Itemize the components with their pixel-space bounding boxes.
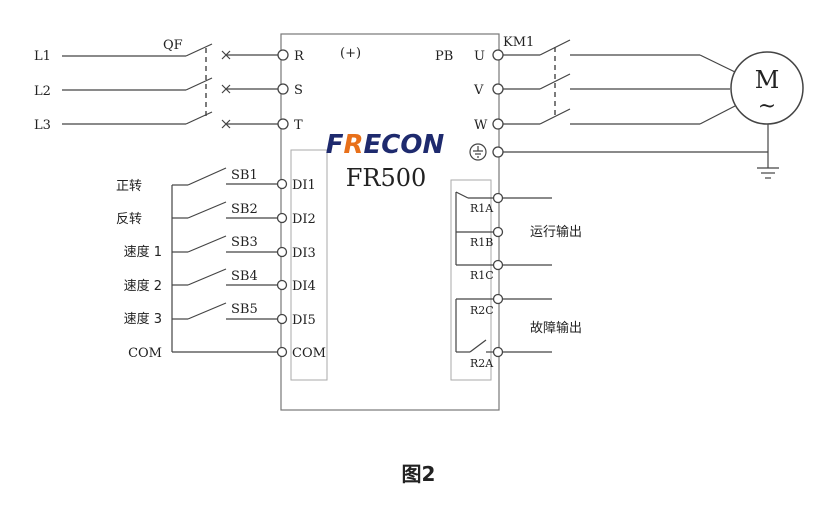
output-terminal-label: U — [474, 49, 485, 64]
switch-function-label: 反转 — [116, 212, 142, 227]
terminal-screw-icon — [492, 49, 504, 61]
supply-section: L1 L2 L3 QF — [34, 38, 281, 133]
terminal-screw-icon — [277, 83, 289, 95]
pb-label: PB — [435, 49, 453, 64]
relay2-function-label: 故障输出 — [530, 320, 582, 336]
model-label: FR500 — [346, 164, 427, 192]
output-terminal-label: W — [474, 118, 488, 133]
terminal-circle-icon — [492, 346, 504, 358]
terminal-circle-icon — [276, 246, 288, 258]
figure-caption: 图2 — [401, 462, 436, 486]
relay2-terminal-label: R2C — [470, 304, 494, 317]
terminal-screw-icon — [277, 49, 289, 61]
earth-ground-icon — [757, 167, 779, 179]
terminal-circle-icon — [276, 313, 288, 325]
di-terminal-label: DI4 — [292, 279, 316, 294]
terminal-screw-icon — [492, 83, 504, 95]
input-terminals: R S T — [277, 49, 305, 133]
supply-line-label: L1 — [34, 49, 51, 64]
com-terminal-label: COM — [292, 346, 326, 361]
brand-name: FRECON — [326, 130, 445, 160]
input-terminal-label: T — [294, 118, 303, 133]
terminal-screw-icon — [492, 118, 504, 130]
plus-label: (+) — [340, 46, 361, 61]
inverter-inner-left-panel — [290, 149, 328, 381]
terminal-circle-icon — [276, 178, 288, 190]
relay1-terminal-label: R1A — [470, 202, 494, 215]
ground-icon — [469, 143, 487, 161]
terminal-circle-icon — [276, 279, 288, 291]
motor-letter: M — [755, 66, 780, 94]
switch-function-label: 正转 — [116, 179, 142, 194]
switch-function-label: 速度 3 — [124, 311, 162, 327]
relay1-terminal-label: R1B — [470, 236, 493, 249]
switch-button-label: SB3 — [231, 235, 258, 250]
relay-output-section: R1A R1B R1C 运行输出 R2C R2A 故障输出 — [455, 191, 582, 370]
contactor-label: KM1 — [503, 35, 534, 50]
switch-button-label: SB2 — [231, 202, 258, 217]
com-outer-label: COM — [128, 346, 162, 361]
relay2-terminal-label: R2A — [470, 357, 494, 370]
motor-icon: M ~ — [730, 51, 804, 125]
output-section: U V W KM1 — [469, 35, 804, 179]
output-terminal-label: V — [473, 83, 484, 98]
switch-button-label: SB5 — [231, 302, 258, 317]
input-terminal-label: S — [294, 83, 303, 98]
switch-function-label: 速度 1 — [124, 244, 162, 260]
relay1-terminal-label: R1C — [470, 269, 494, 282]
input-terminal-label: R — [294, 49, 305, 64]
di-terminal-label: DI3 — [292, 246, 316, 261]
di-terminal-label: DI1 — [292, 178, 316, 193]
switch-function-label: 速度 2 — [124, 278, 162, 294]
brand-logo: FRECON — [326, 130, 445, 160]
terminal-screw-icon — [277, 118, 289, 130]
terminal-circle-icon — [492, 226, 504, 238]
terminal-circle-icon — [492, 192, 504, 204]
supply-line-label: L2 — [34, 84, 51, 99]
terminal-circle-icon — [276, 346, 288, 358]
terminal-circle-icon — [276, 212, 288, 224]
switch-button-label: SB4 — [231, 269, 258, 284]
breaker-label: QF — [163, 38, 183, 53]
relay1-function-label: 运行输出 — [530, 224, 582, 240]
terminal-circle-icon — [492, 293, 504, 305]
inverter-inner-right-panel — [450, 179, 492, 381]
digital-input-section: 正转 反转 速度 1 速度 2 速度 3 COM SB1 SB2 SB3 SB4… — [116, 167, 326, 361]
di-terminal-label: DI2 — [292, 212, 316, 227]
motor-ac-symbol: ~ — [758, 94, 776, 119]
supply-line-label: L3 — [34, 118, 51, 133]
di-terminal-label: DI5 — [292, 313, 316, 328]
terminal-circle-icon — [492, 259, 504, 271]
switch-button-label: SB1 — [231, 168, 258, 183]
terminal-screw-icon — [492, 146, 504, 158]
